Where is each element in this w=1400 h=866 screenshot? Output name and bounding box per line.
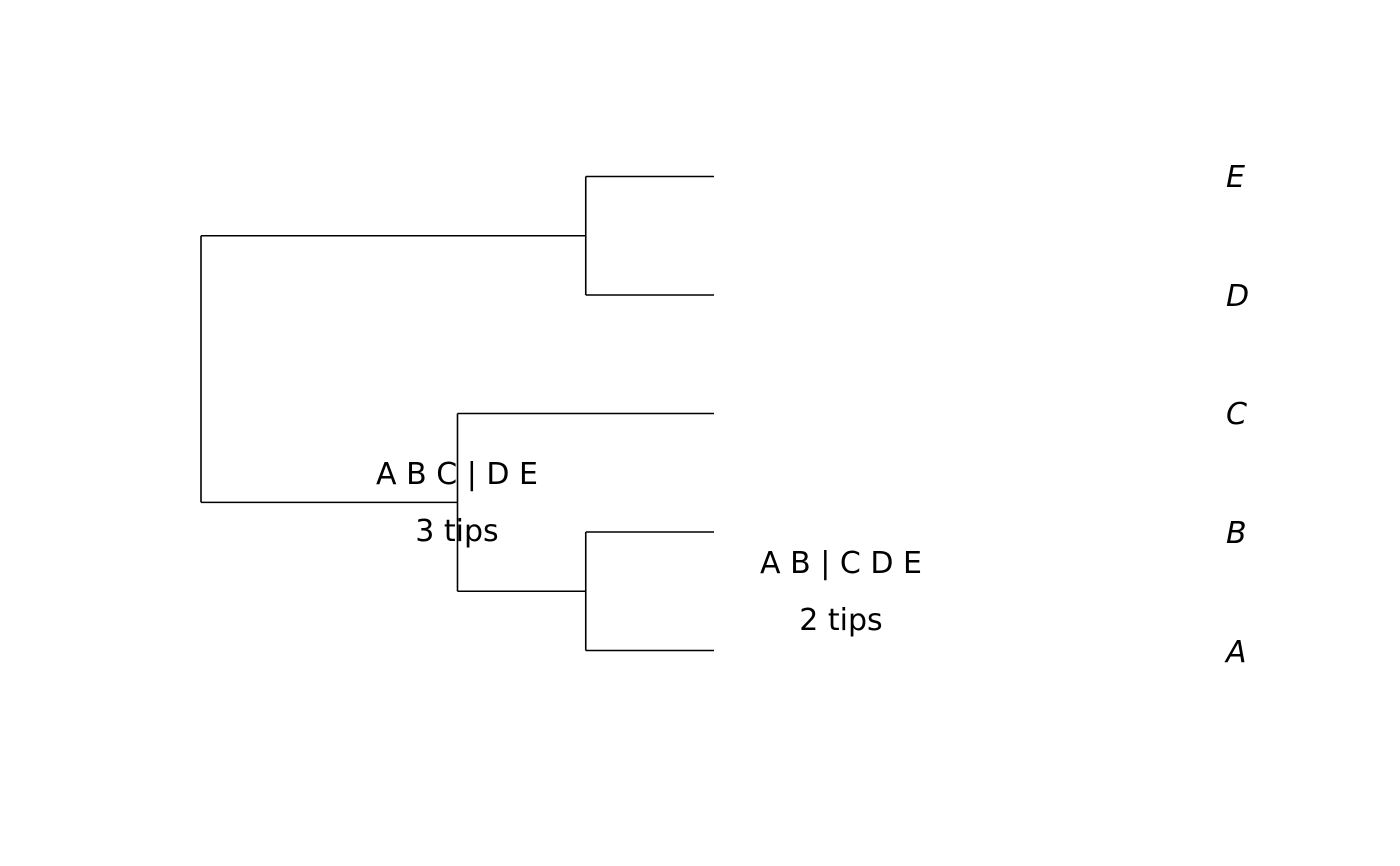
tip-label-d: D: [1226, 279, 1249, 314]
tip-label-b: B: [1226, 516, 1247, 551]
tip-labels: E D C B A: [1224, 160, 1249, 670]
branches: [200, 175, 714, 652]
split-label-ab: A B | C D E: [760, 546, 922, 581]
support-label-ab: 2 tips: [799, 603, 882, 638]
split-label-abc: A B C | D E: [376, 457, 538, 492]
tip-label-a: A: [1224, 635, 1247, 670]
tip-label-c: C: [1226, 397, 1247, 432]
tip-label-e: E: [1226, 160, 1245, 195]
edge-labels: A B C | D E 3 tips A B | C D E 2 tips: [376, 457, 922, 638]
support-label-abc: 3 tips: [415, 514, 498, 549]
